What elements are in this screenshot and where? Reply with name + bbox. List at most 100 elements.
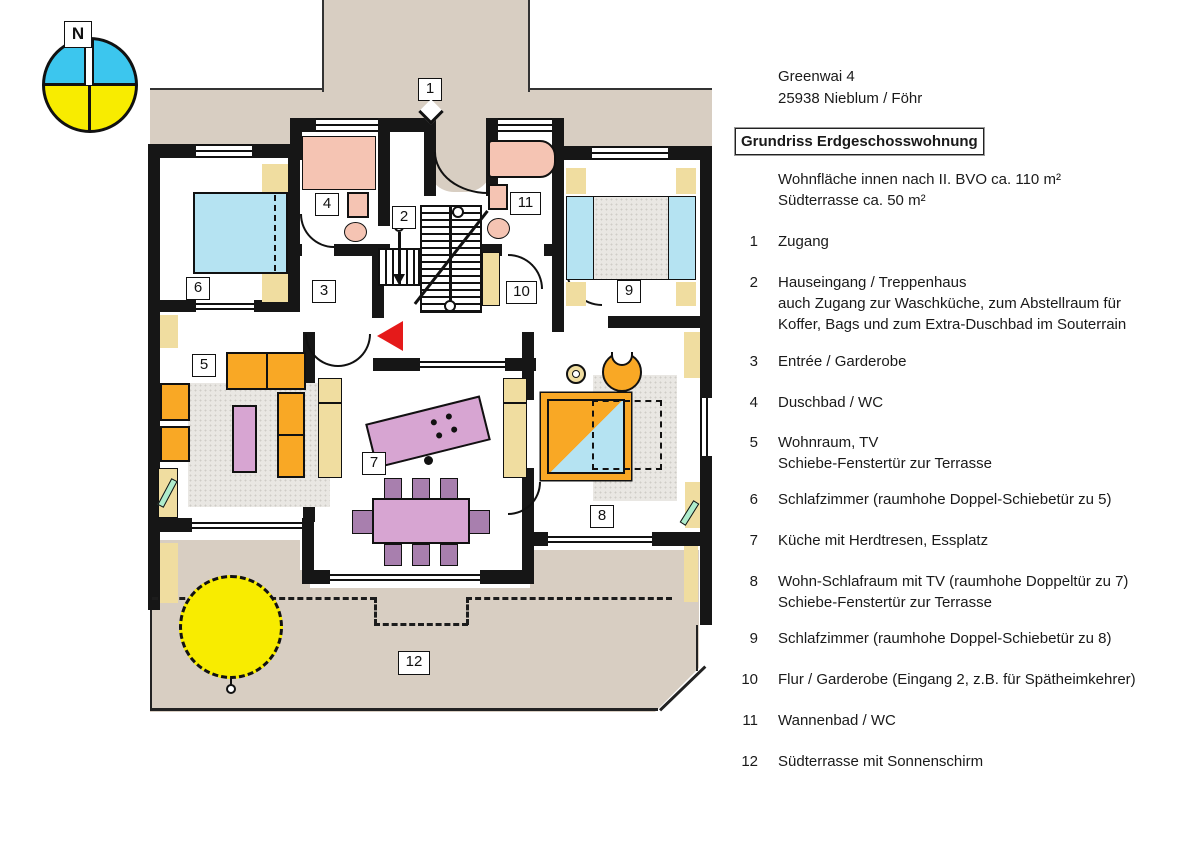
legend-item-number: 6 xyxy=(749,491,758,508)
room5-coffee-table xyxy=(232,405,257,473)
window-room8-right xyxy=(700,398,712,456)
legend-item-text: Wohnraum, TV Schiebe-Fenstertür zur Terr… xyxy=(778,432,1200,474)
legend-item-number: 9 xyxy=(749,630,758,647)
dining-chair xyxy=(384,544,402,566)
legend-item-text: Schlafzimmer (raumhohe Doppel-Schiebetür… xyxy=(778,489,1200,510)
legend-line-2: Schiebe-Fenstertür zur Terrasse xyxy=(778,455,992,472)
terrace-edge-bottom xyxy=(150,708,658,711)
room5-window-sill xyxy=(160,315,178,348)
roof-overhang-dash-4 xyxy=(466,597,469,625)
room4-toilet xyxy=(344,222,367,242)
wall-room10-right xyxy=(552,160,564,290)
marker-5: 5 xyxy=(192,354,216,377)
wall-room6-bottom-a xyxy=(148,300,196,312)
legend-item-number: 11 xyxy=(742,712,758,729)
dining-chair xyxy=(440,544,458,566)
marker-7: 7 xyxy=(362,452,386,475)
hob-burner xyxy=(430,418,438,426)
legend-line-1: Wohnraum, TV xyxy=(778,434,879,451)
legend-line-1: Schlafzimmer (raumhohe Doppel-Schiebetür… xyxy=(778,491,1112,508)
window-room4-top xyxy=(316,118,378,132)
legend-item-number: 7 xyxy=(749,532,758,549)
legend-item-text: Flur / Garderobe (Eingang 2, z.B. für Sp… xyxy=(778,669,1200,690)
room6-nightstand-top xyxy=(262,164,288,192)
room10-wardrobe xyxy=(482,252,500,306)
legend-item-text: Südterrasse mit Sonnenschirm xyxy=(778,751,1200,772)
wall-room4-right xyxy=(378,132,390,226)
legend-line-1: Flur / Garderobe (Eingang 2, z.B. für Sp… xyxy=(778,671,1136,688)
room9-nightstand-br xyxy=(676,282,696,306)
room7-cabinet-right-split xyxy=(504,402,526,404)
legend-line-1: Hauseingang / Treppenhaus xyxy=(778,274,967,291)
sliding-door-room7-terrace xyxy=(330,570,480,584)
legend-line-1: Wannenbad / WC xyxy=(778,712,896,729)
marker-3: 3 xyxy=(312,280,336,303)
window-room11-top xyxy=(498,118,552,132)
room8-bed-dashed-outline xyxy=(592,400,662,470)
legend-item-text: Zugang xyxy=(778,231,1200,252)
room4-sink xyxy=(347,192,369,218)
wall-right xyxy=(700,160,712,625)
room11-toilet xyxy=(487,218,510,239)
stair-circle-bottom xyxy=(444,300,456,312)
pass-kitchen-corridor xyxy=(420,357,506,371)
dining-chair xyxy=(352,510,374,534)
room9-nightstand-bl xyxy=(566,282,586,306)
room5-armchair-2 xyxy=(160,426,190,462)
room9-bed-middle xyxy=(588,196,672,280)
roof-overhang-dash-3 xyxy=(374,623,468,626)
legend-line-1: Zugang xyxy=(778,233,829,250)
legend-item-number: 8 xyxy=(749,573,758,590)
legend-item-number: 1 xyxy=(749,233,758,250)
wall-stairhall-bottom-a xyxy=(373,358,421,371)
legend-line-2: Schiebe-Fenstertür zur Terrasse xyxy=(778,594,992,611)
room7-cabinet-left-split xyxy=(319,402,341,404)
legend-item-number: 5 xyxy=(749,434,758,451)
legend-item-text: Entrée / Garderobe xyxy=(778,351,1200,372)
dining-chair xyxy=(384,478,402,500)
stair-arrow-line xyxy=(398,232,401,276)
room11-sink xyxy=(488,184,508,210)
marker-2: 2 xyxy=(392,206,416,229)
legend-item-text: Duschbad / WC xyxy=(778,392,1200,413)
wall-step-left xyxy=(302,518,314,584)
wall-left xyxy=(148,144,160,610)
roof-overhang-dash-2 xyxy=(374,597,377,625)
room6-bed xyxy=(193,192,288,274)
room11-bathtub xyxy=(488,140,556,178)
roof-overhang-dash-5 xyxy=(466,597,672,600)
legend-line-1: Schlafzimmer (raumhohe Doppel-Schiebetür… xyxy=(778,630,1112,647)
room8-sofabed xyxy=(541,393,631,480)
dining-chair xyxy=(412,544,430,566)
room5-sofa-top-split xyxy=(266,354,268,388)
area-line-2: Südterrasse ca. 50 m² xyxy=(778,192,926,209)
hob-burner xyxy=(450,425,458,434)
room8-round-chair-seat xyxy=(611,352,633,366)
legend-item-text: Schlafzimmer (raumhohe Doppel-Schiebetür… xyxy=(778,628,1200,649)
room7-stool-dot xyxy=(424,456,433,465)
wall-join-block4-left xyxy=(290,118,302,160)
compass-north-label: N xyxy=(64,21,92,48)
compass-vertical-lower xyxy=(88,85,91,131)
hob-burner xyxy=(435,431,443,440)
legend-item-number: 4 xyxy=(749,394,758,411)
room9-wardrobe xyxy=(684,334,700,378)
legend-item-text: Küche mit Herdtresen, Essplatz xyxy=(778,530,1200,551)
legend-line-1: Südterrasse mit Sonnenschirm xyxy=(778,753,984,770)
room5-armchair-1 xyxy=(160,383,190,421)
sliding-door-room8-terrace xyxy=(548,532,652,546)
window-room6-top xyxy=(196,144,252,158)
room9-nightstand-tl xyxy=(566,168,586,194)
wall-room9-bottom xyxy=(608,316,712,328)
marker-12: 12 xyxy=(398,651,430,675)
room6-bed-split xyxy=(274,195,276,271)
legend-item-number: 10 xyxy=(741,671,758,688)
address-line-1: Greenwai 4 xyxy=(778,68,855,85)
room6-nightstand-bottom xyxy=(262,274,288,302)
dining-chair xyxy=(412,478,430,500)
room7-cabinet-left xyxy=(318,378,342,478)
compass-needle-upper xyxy=(84,39,94,85)
hob-burner xyxy=(445,412,453,421)
stair-circle-top xyxy=(452,206,464,218)
room8-side-table-inner xyxy=(572,370,580,378)
